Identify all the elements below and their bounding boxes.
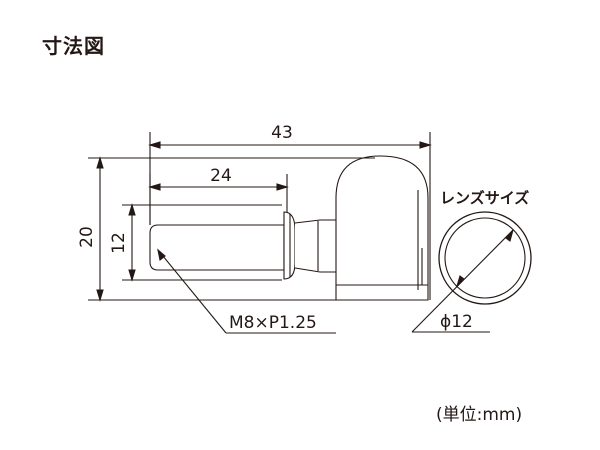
dim-height	[88, 156, 375, 302]
bolt-outline	[149, 211, 346, 280]
dim-label-43: 43	[271, 123, 293, 143]
lens-circle	[411, 211, 532, 333]
thread-spec-label: M8×P1.25	[229, 313, 317, 333]
cap-outline	[335, 155, 429, 301]
unit-note: (単位:mm)	[436, 405, 523, 425]
lens-diameter-label: ϕ12	[440, 312, 473, 332]
lens-size-label: レンズサイズ	[440, 189, 529, 207]
dim-thread-length	[148, 174, 289, 225]
dim-label-24: 24	[210, 166, 232, 186]
leader-thread-spec	[157, 248, 336, 334]
dim-label-20: 20	[77, 226, 97, 248]
dim-label-12: 12	[109, 232, 129, 254]
dim-thread-diameter	[122, 203, 282, 282]
page-title: 寸法図	[42, 34, 105, 58]
